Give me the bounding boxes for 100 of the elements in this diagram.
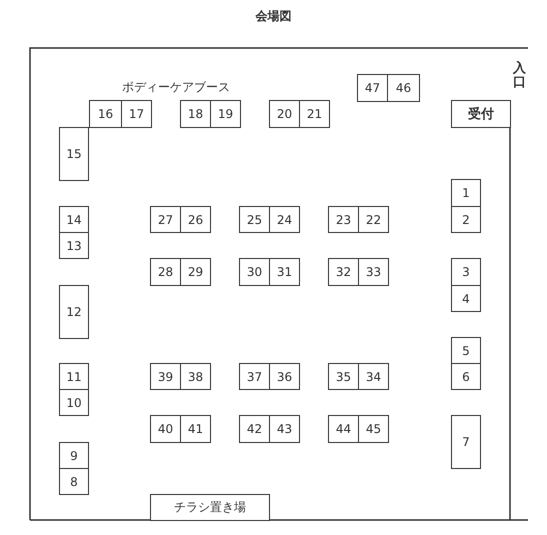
booth-box: [328, 206, 359, 233]
booth-box: [299, 100, 330, 128]
booth-box: [239, 206, 270, 233]
booth-label: 41: [188, 422, 204, 436]
booth-box: [180, 363, 211, 390]
booth-label: 14: [66, 212, 82, 226]
booth-label: 32: [336, 265, 352, 279]
booth-box: [451, 337, 481, 364]
booth-label: 17: [128, 107, 144, 121]
booth-label: チラシ置き場: [174, 499, 246, 516]
booth-label: 25: [246, 212, 262, 226]
booth-label: 18: [188, 107, 204, 121]
booth-box: [150, 258, 181, 286]
booth-label: 36: [276, 370, 292, 384]
booth-box: [269, 258, 300, 286]
booth-label: 34: [366, 370, 382, 384]
booth-box: [328, 415, 359, 443]
booth-label: 35: [336, 370, 352, 384]
booth-label: 10: [66, 396, 82, 410]
booth-label: 37: [246, 370, 262, 384]
booth-label: 27: [158, 212, 174, 226]
booth-label: 9: [70, 448, 78, 462]
booth-label: 38: [188, 370, 204, 384]
booth-box: [451, 206, 481, 233]
booth-box: [59, 127, 89, 181]
booth-label: 22: [366, 212, 382, 226]
booth-box: [59, 468, 89, 495]
booth-label: 29: [188, 265, 204, 279]
booth-box: [150, 206, 181, 233]
booth-label: 受付: [468, 106, 494, 123]
booth-label: 39: [158, 370, 174, 384]
booth-box: [269, 100, 300, 128]
booth-box: [59, 442, 89, 469]
booth-box: [180, 100, 211, 128]
booth-label: 33: [366, 265, 382, 279]
booth-label: 28: [158, 265, 174, 279]
booth-label: 5: [462, 344, 470, 358]
booth-box: [59, 206, 89, 233]
booth-box: [59, 285, 89, 339]
booth-box: [180, 206, 211, 233]
booth-box: [357, 74, 388, 102]
booth-box: [89, 100, 122, 128]
booth-box: [358, 363, 389, 390]
booth-label: 13: [66, 238, 82, 252]
booth-box: [150, 415, 181, 443]
booth-box: [210, 100, 241, 128]
booth-box: [269, 363, 300, 390]
booth-box: [451, 415, 481, 469]
booth-label: 45: [366, 422, 382, 436]
booth-box: [180, 415, 211, 443]
area-label: ボディーケアブース: [122, 79, 230, 96]
booth-label: 7: [462, 435, 470, 449]
booth-label: 19: [218, 107, 234, 121]
booth-label: 2: [462, 212, 470, 226]
booth-box: [239, 363, 270, 390]
booth-label: 40: [158, 422, 174, 436]
booth-box: [121, 100, 152, 128]
booth-box: [180, 258, 211, 286]
booth-label: 20: [276, 107, 292, 121]
booth-box: [59, 363, 89, 390]
diagram-title: 会場図: [254, 8, 292, 25]
booth-label: 24: [276, 212, 292, 226]
booth-box: [358, 415, 389, 443]
booth-label: 4: [462, 292, 470, 306]
area-box: [451, 100, 511, 128]
booth-box: [328, 363, 359, 390]
booth-label: 11: [66, 370, 82, 384]
booth-label: 23: [336, 212, 352, 226]
booth-label: 44: [336, 422, 352, 436]
booth-label: 31: [276, 265, 292, 279]
booth-box: [451, 285, 481, 312]
booth-label: 12: [66, 305, 82, 319]
booth-box: [269, 206, 300, 233]
booth-label: 15: [66, 147, 82, 161]
booth-label: 3: [462, 265, 470, 279]
booth-label: 6: [462, 370, 470, 384]
booth-box: [387, 74, 420, 102]
booth-box: [328, 258, 359, 286]
booth-box: [239, 415, 270, 443]
booth-box: [451, 179, 481, 207]
booth-box: [358, 206, 389, 233]
booth-label: 43: [276, 422, 292, 436]
booth-box: [59, 389, 89, 416]
booth-label: 42: [246, 422, 262, 436]
booth-label: 1: [462, 186, 470, 200]
booth-label: 26: [188, 212, 204, 226]
booth-label: 47: [364, 81, 380, 95]
booth-box: [150, 363, 181, 390]
area-box: [150, 494, 270, 521]
booth-box: [358, 258, 389, 286]
booth-label: 21: [306, 107, 322, 121]
booth-label: 30: [246, 265, 262, 279]
booth-box: [239, 258, 270, 286]
booth-label: 8: [70, 474, 78, 488]
booth-label: 46: [396, 81, 412, 95]
booth-box: [451, 363, 481, 390]
booth-label: 16: [98, 107, 114, 121]
booth-box: [269, 415, 300, 443]
booth-box: [451, 258, 481, 286]
booth-box: [59, 232, 89, 259]
